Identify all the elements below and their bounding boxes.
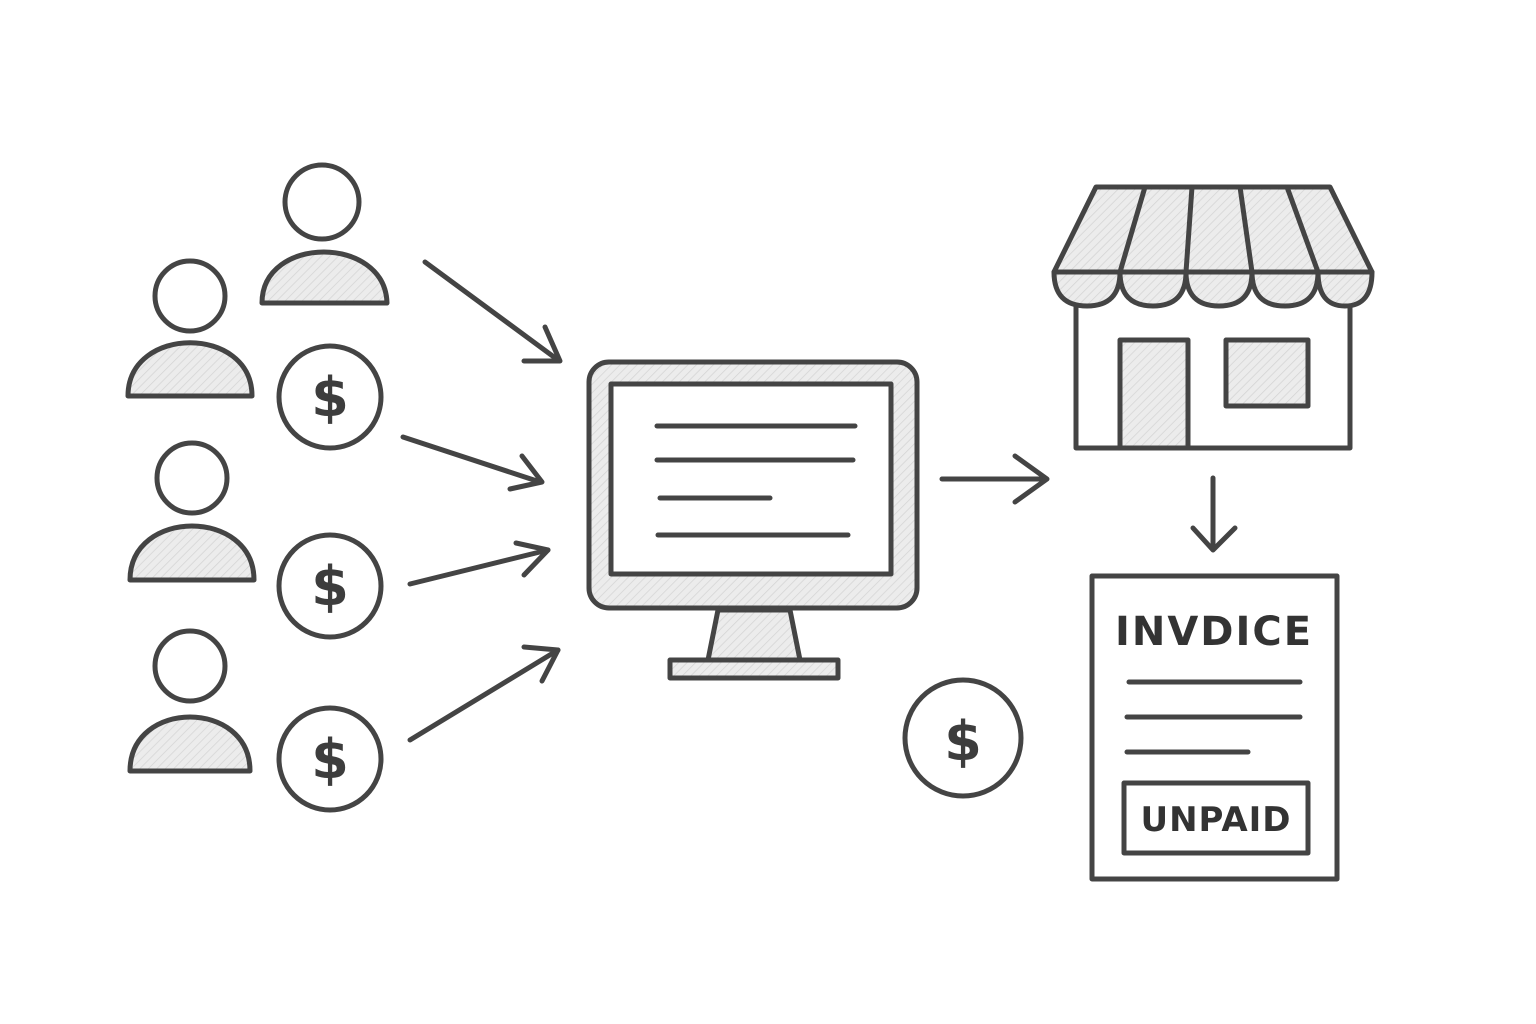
- invoice-title: INVDICE: [1115, 609, 1313, 655]
- arrow-computer-to-store: [939, 453, 1050, 505]
- dollar-coin-icon: $: [902, 677, 1024, 799]
- dollar-symbol: $: [311, 366, 349, 429]
- person-icon: [259, 162, 390, 306]
- computer-monitor-icon: [586, 359, 920, 681]
- dollar-coin-icon: $: [276, 705, 384, 813]
- dollar-symbol: $: [311, 728, 349, 791]
- customer-2: $: [127, 440, 384, 640]
- dollar-coin-icon: $: [276, 532, 384, 640]
- customer-1: $: [125, 258, 384, 451]
- invoice-document-icon: INVDICE UNPAID: [1089, 573, 1340, 882]
- dollar-symbol: $: [944, 710, 982, 773]
- arrow-store-to-invoice: [1190, 475, 1238, 553]
- storefront-icon: [1051, 184, 1375, 451]
- customer-3: $: [127, 628, 384, 813]
- person-icon: [127, 628, 253, 774]
- dollar-symbol: $: [311, 555, 349, 618]
- dollar-coin-icon: $: [276, 343, 384, 451]
- person-icon: [127, 440, 257, 583]
- arrow-customer-2-to-computer: [407, 540, 551, 587]
- arrow-customer-top-to-computer: [422, 259, 563, 364]
- person-icon: [125, 258, 255, 399]
- arrow-customer-3-to-computer: [407, 644, 561, 743]
- customer-top-right: [259, 162, 390, 306]
- invoice-status-badge: UNPAID: [1140, 800, 1291, 840]
- arrow-customer-1-to-computer: [400, 434, 545, 492]
